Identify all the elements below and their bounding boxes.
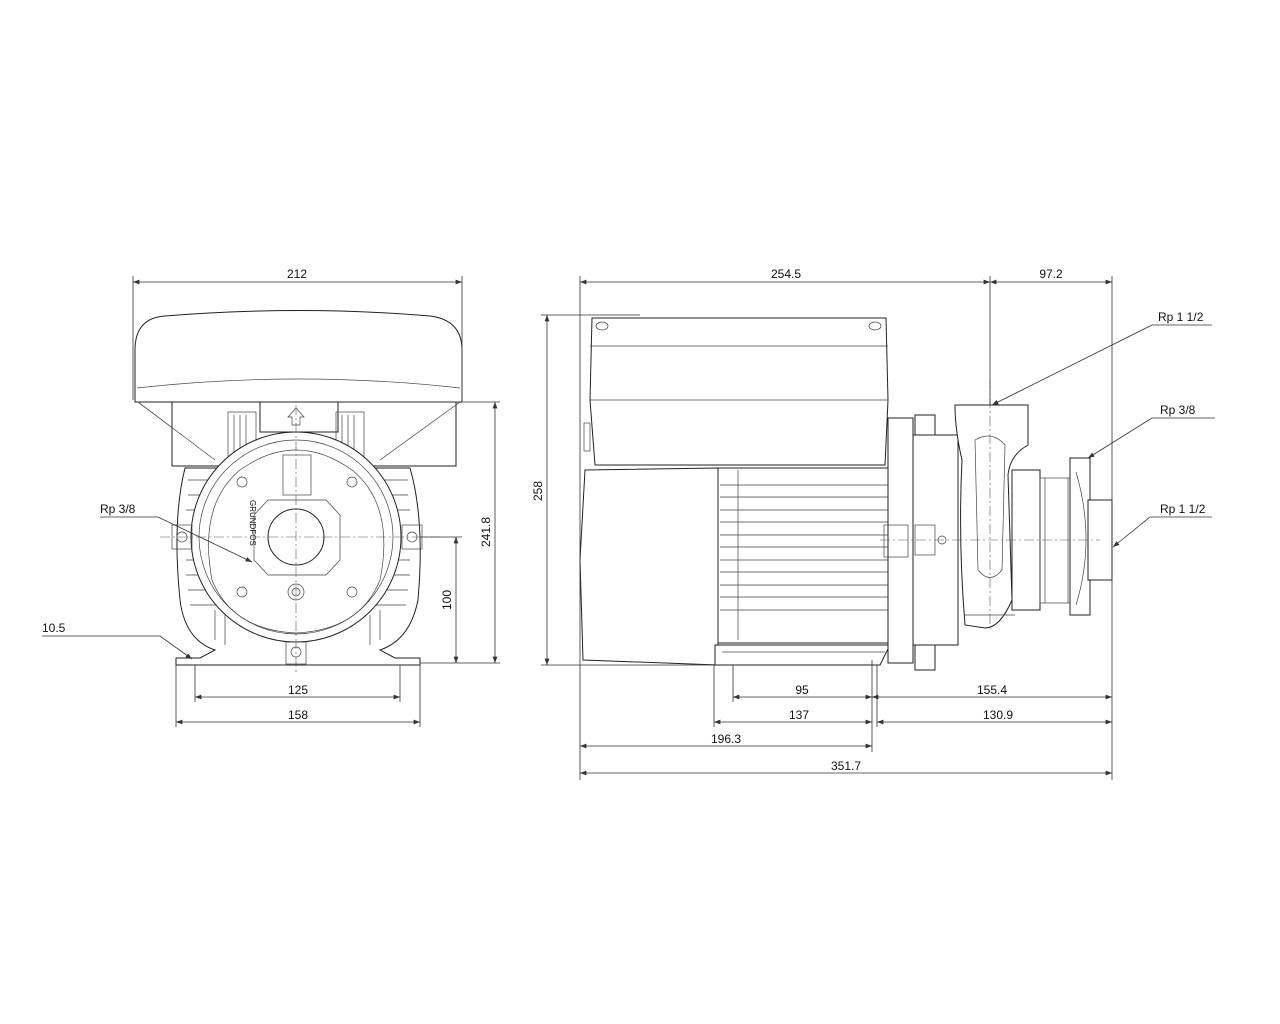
fan-cover [579, 467, 719, 666]
dim-10-5: 10.5 [42, 621, 66, 635]
control-box-side [589, 317, 889, 466]
dim-130-9: 130.9 [983, 708, 1013, 722]
dim-97-2: 97.2 [1039, 267, 1063, 281]
motor-stator [717, 467, 889, 644]
dim-100: 100 [440, 590, 454, 610]
callout-drain-port: Rp 3/8 [100, 502, 136, 516]
control-box [134, 310, 463, 403]
front-dimensions: 212 241.8 100 125 158 10.5 Rp 3/8 [42, 267, 500, 727]
callout-vent-port: Rp 3/8 [1160, 403, 1196, 417]
callout-inlet-port: Rp 1 1/2 [1160, 502, 1206, 516]
brand-logo: GRUNDFOS [248, 500, 257, 546]
dim-196-3: 196.3 [711, 732, 741, 746]
dim-158: 158 [288, 708, 308, 722]
dim-125: 125 [288, 683, 308, 697]
front-view: GRUNDFOS [134, 310, 463, 672]
pump-housing [954, 404, 1029, 629]
flow-arrow-icon [287, 407, 305, 426]
dim-95: 95 [795, 683, 809, 697]
dim-351-7: 351.7 [831, 759, 861, 773]
dim-155-4: 155.4 [977, 683, 1007, 697]
dim-212: 212 [287, 267, 307, 281]
cooling-fins [720, 470, 888, 640]
callout-outlet-port: Rp 1 1/2 [1158, 310, 1204, 324]
dim-241-8: 241.8 [479, 517, 493, 547]
side-dimensions: 254.5 97.2 258 95 155.4 137 130.9 196.3 … [531, 267, 1215, 780]
dim-254-5: 254.5 [771, 267, 801, 281]
side-view [579, 317, 1113, 671]
dim-137: 137 [789, 708, 809, 722]
dim-258: 258 [531, 481, 545, 501]
